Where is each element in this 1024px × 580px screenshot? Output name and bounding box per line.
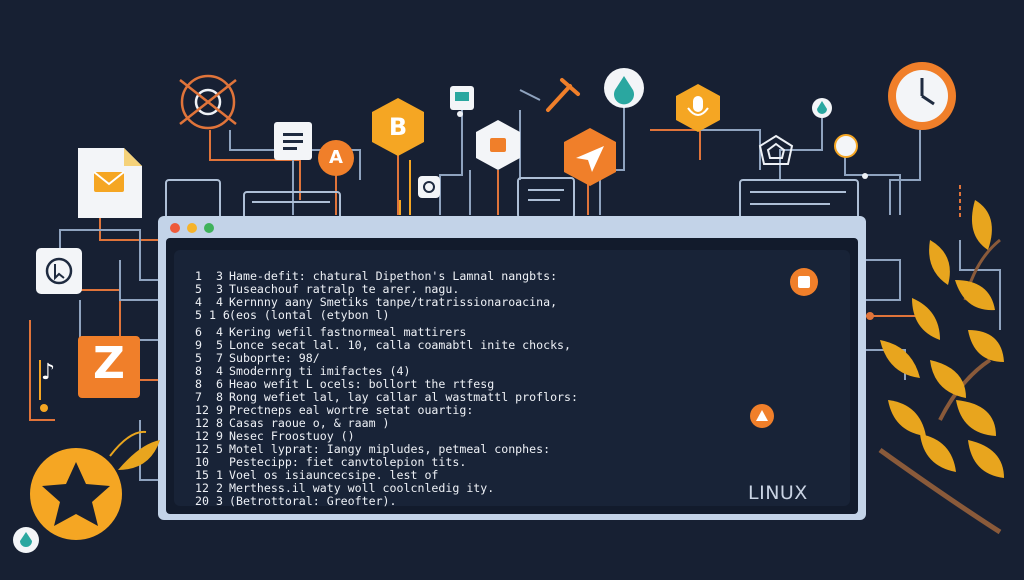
badge-z-label: Z [93,338,125,389]
clock-icon [888,62,956,130]
line-text: Voel os isiauncecsipe. lest of [229,468,439,482]
terminal-line: 4 4 Kernnny aany Smetiks tanpe/tratrissio… [195,296,755,309]
minimize-dot-icon[interactable] [187,223,197,233]
hammer-icon [546,78,580,112]
line-text: Smodernrg ti imifactes (4) [229,364,411,378]
pointer-badge-icon [834,134,858,158]
terminal-line: 12 9 Prectneps eal wortre setat ouartig: [195,404,755,417]
line-number: 20 3 [195,494,223,508]
hex-chip-icon [476,120,520,170]
terminal-line: 5 3 Tuseachouf ratralp te arer. nagu. [195,283,755,296]
music-note-icon: ♪ [40,360,56,385]
terminal-line: 8 6 Heao wefit L ocels: bollort the rtfes… [195,378,755,391]
line-number: 1 3 [195,269,223,283]
pin-icon [40,404,48,412]
cursor-card-icon [36,248,82,294]
terminal-line: 12 8 Casas raoue o, & raam ) [195,417,755,430]
line-text: Lonce secat lal. 10, calla coamabtl init… [229,338,572,352]
monitor-tag-icon [450,86,474,110]
line-number: 5 3 [195,282,223,296]
microphone-hex-icon [676,84,720,132]
line-number: 8 4 [195,364,223,378]
paper-plane-hex-icon [564,128,616,186]
terminal-line: 1 3 Hame-defit: chatural Dipethon's Lamna… [195,270,755,283]
terminal-badge-right-icon [790,268,818,296]
badge-b-label: B [388,113,408,141]
at-sign-icon [418,176,440,198]
line-text: (eos (lontal (etybon l) [229,308,390,322]
line-text: Hame-defit: chatural Dipethon's Lamnal n… [229,269,558,283]
line-number: 12 2 [195,481,223,495]
line-text: Rong wefiet lal, lay callar al wastmattl… [229,390,579,404]
terminal-line: 12 9 Nesec Froostuoy () [195,430,755,443]
badge-a-label: A [329,147,343,168]
leaf-branch-right [878,200,1004,535]
terminal-line: 12 2 Merthess.il waty woll coolcnledig it… [195,482,755,495]
terminal-line: 7 8 Rong wefiet lal, lay callar al wastma… [195,391,755,404]
background-window-bars [252,189,846,205]
line-text: Prectneps eal wortre setat ouartig: [229,403,474,417]
letter-a-badge-icon [318,140,354,176]
letter-z-square-icon [78,336,140,398]
letter-b-hex-badge-icon [372,98,424,156]
gem-corner-icon [13,527,39,553]
terminal-window [158,216,866,520]
maximize-dot-icon[interactable] [204,223,214,233]
terminal-line: 10 Pestecipp: fiet canvtolepion tits. [195,456,755,469]
line-number: 12 9 [195,403,223,417]
line-number: 5 7 [195,351,223,365]
terminal-line: 12 5 Motel lyprat: Iangy mipludes, petmea… [195,443,755,456]
line-number: 12 5 [195,442,223,456]
line-text: Motel lyprat: Iangy mipludes, petmeal co… [229,442,551,456]
terminal-brand-label: LINUX [748,482,808,504]
leaf-branch-left [109,430,160,470]
line-text: Tuseachouf ratralp te arer. nagu. [229,282,460,296]
terminal-line: 5 7 Suboprte: 98/ [195,352,755,365]
terminal-line: 8 4 Smodernrg ti imifactes (4) [195,365,755,378]
line-number: 15 1 [195,468,223,482]
line-number: 5 1 6 [195,308,230,322]
line-number: 4 4 [195,295,223,309]
droplet-circle-icon [604,68,644,108]
status-dots [457,111,874,320]
line-text: (Betrottoral: Greofter). [229,494,397,508]
line-number: 9 5 [195,338,223,352]
terminal-line: 9 5 Lonce secat lal. 10, calla coamabtl i… [195,339,755,352]
small-droplet-icon [812,98,832,118]
terminal-screen [174,250,850,506]
star-emblem-icon [30,448,122,540]
line-text: Kering wefil fastnormeal mattirers [229,325,467,339]
line-number: 8 6 [195,377,223,391]
line-number: 6 4 [195,325,223,339]
line-text: Casas raoue o, & raam ) [229,416,390,430]
terminal-badge-lower-icon [750,404,774,428]
line-number: 7 8 [195,390,223,404]
line-text: Merthess.il waty woll coolcnledig ity. [229,481,495,495]
terminal-line: 15 1 Voel os isiauncecsipe. lest of [195,469,755,482]
background-windows [165,177,859,223]
line-text: Heao wefit L ocels: bollort the rtfesg [229,377,495,391]
mail-file-icon [78,148,142,218]
terminal-line: 20 3 (Betrottoral: Greofter). [195,495,755,508]
terminal-line: 5 1 6(eos (lontal (etybon l) [195,309,755,322]
terminal-line: 6 4 Kering wefil fastnormeal mattirers [195,326,755,339]
line-number: 12 8 [195,416,223,430]
line-text: Pestecipp: fiet canvtolepion tits. [229,455,467,469]
close-dot-icon[interactable] [170,223,180,233]
line-text: Nesec Froostuoy () [229,429,355,443]
line-number: 10 [195,455,209,469]
document-icon [274,122,312,160]
line-text: Kernnny aany Smetiks tanpe/tratrissionar… [229,295,558,309]
network-node-icon [179,74,237,130]
line-text: Suboprte: 98/ [229,351,320,365]
dodecahedron-icon [758,134,794,165]
line-number: 12 9 [195,429,223,443]
